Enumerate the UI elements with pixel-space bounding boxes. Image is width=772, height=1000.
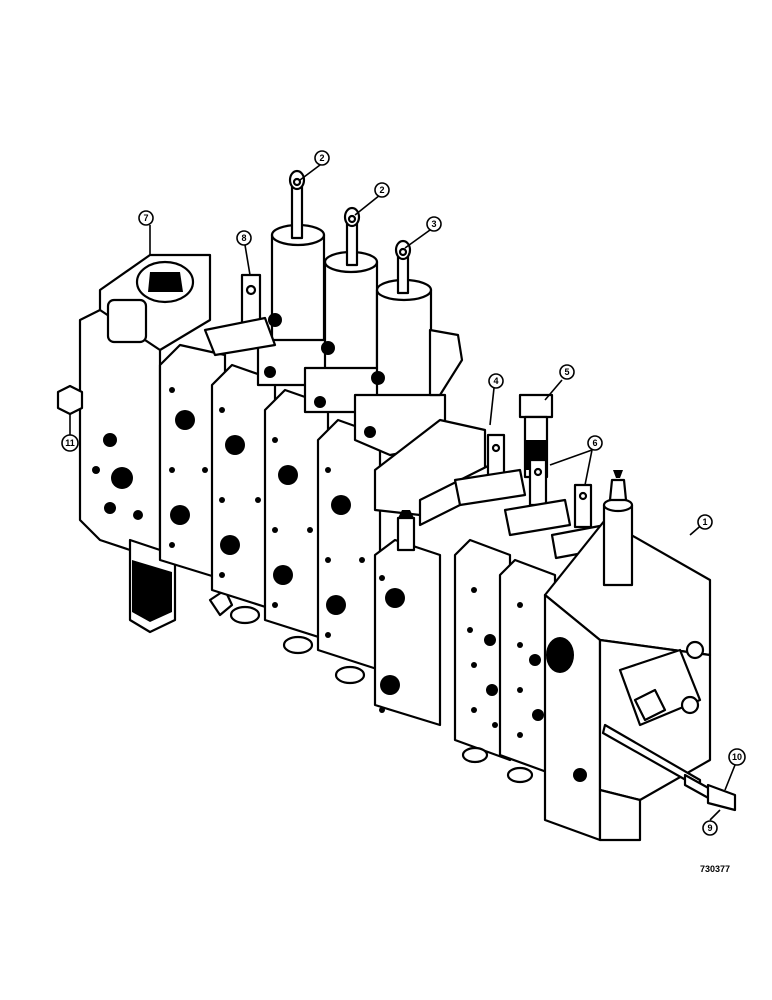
lever-mount-4 — [453, 433, 527, 507]
section-b — [210, 363, 277, 625]
callout-8: 8 — [236, 230, 252, 246]
callout-3: 3 — [426, 216, 442, 232]
section-e-left-cover — [373, 510, 442, 727]
callout-10-label: 10 — [732, 752, 742, 762]
callout-9: 9 — [702, 820, 718, 836]
callout-4: 4 — [488, 373, 504, 389]
callout-10: 10 — [728, 748, 746, 766]
callout-11-label: 11 — [65, 438, 75, 448]
section-a — [158, 343, 234, 617]
lever-mount-8 — [203, 273, 277, 357]
callout-7-label: 7 — [143, 213, 148, 223]
callout-11: 11 — [61, 434, 79, 452]
callout-5-label: 5 — [564, 367, 569, 377]
figure-number: 730377 — [700, 864, 731, 874]
callout-6: 6 — [587, 435, 603, 451]
section-g — [498, 558, 557, 784]
callout-4-label: 4 — [493, 376, 498, 386]
callout-2b-label: 2 — [379, 185, 384, 195]
leader-lines — [69, 164, 736, 821]
inlet-end-cover — [56, 253, 212, 634]
callout-2a: 2 — [314, 150, 330, 166]
callout-3-label: 3 — [431, 219, 436, 229]
outlet-end-cover — [543, 470, 712, 842]
lever-mount-6a — [503, 458, 572, 537]
callout-7: 7 — [138, 210, 154, 226]
callout-9-label: 9 — [707, 823, 712, 833]
callout-2b: 2 — [374, 182, 390, 198]
callout-2a-label: 2 — [319, 153, 324, 163]
callout-5: 5 — [559, 364, 575, 380]
tie-rod — [601, 723, 737, 812]
callout-8-label: 8 — [241, 233, 246, 243]
callout-6-label: 6 — [592, 438, 597, 448]
section-d — [316, 418, 382, 685]
callout-1-label: 1 — [702, 517, 707, 527]
callout-1: 1 — [697, 514, 713, 530]
